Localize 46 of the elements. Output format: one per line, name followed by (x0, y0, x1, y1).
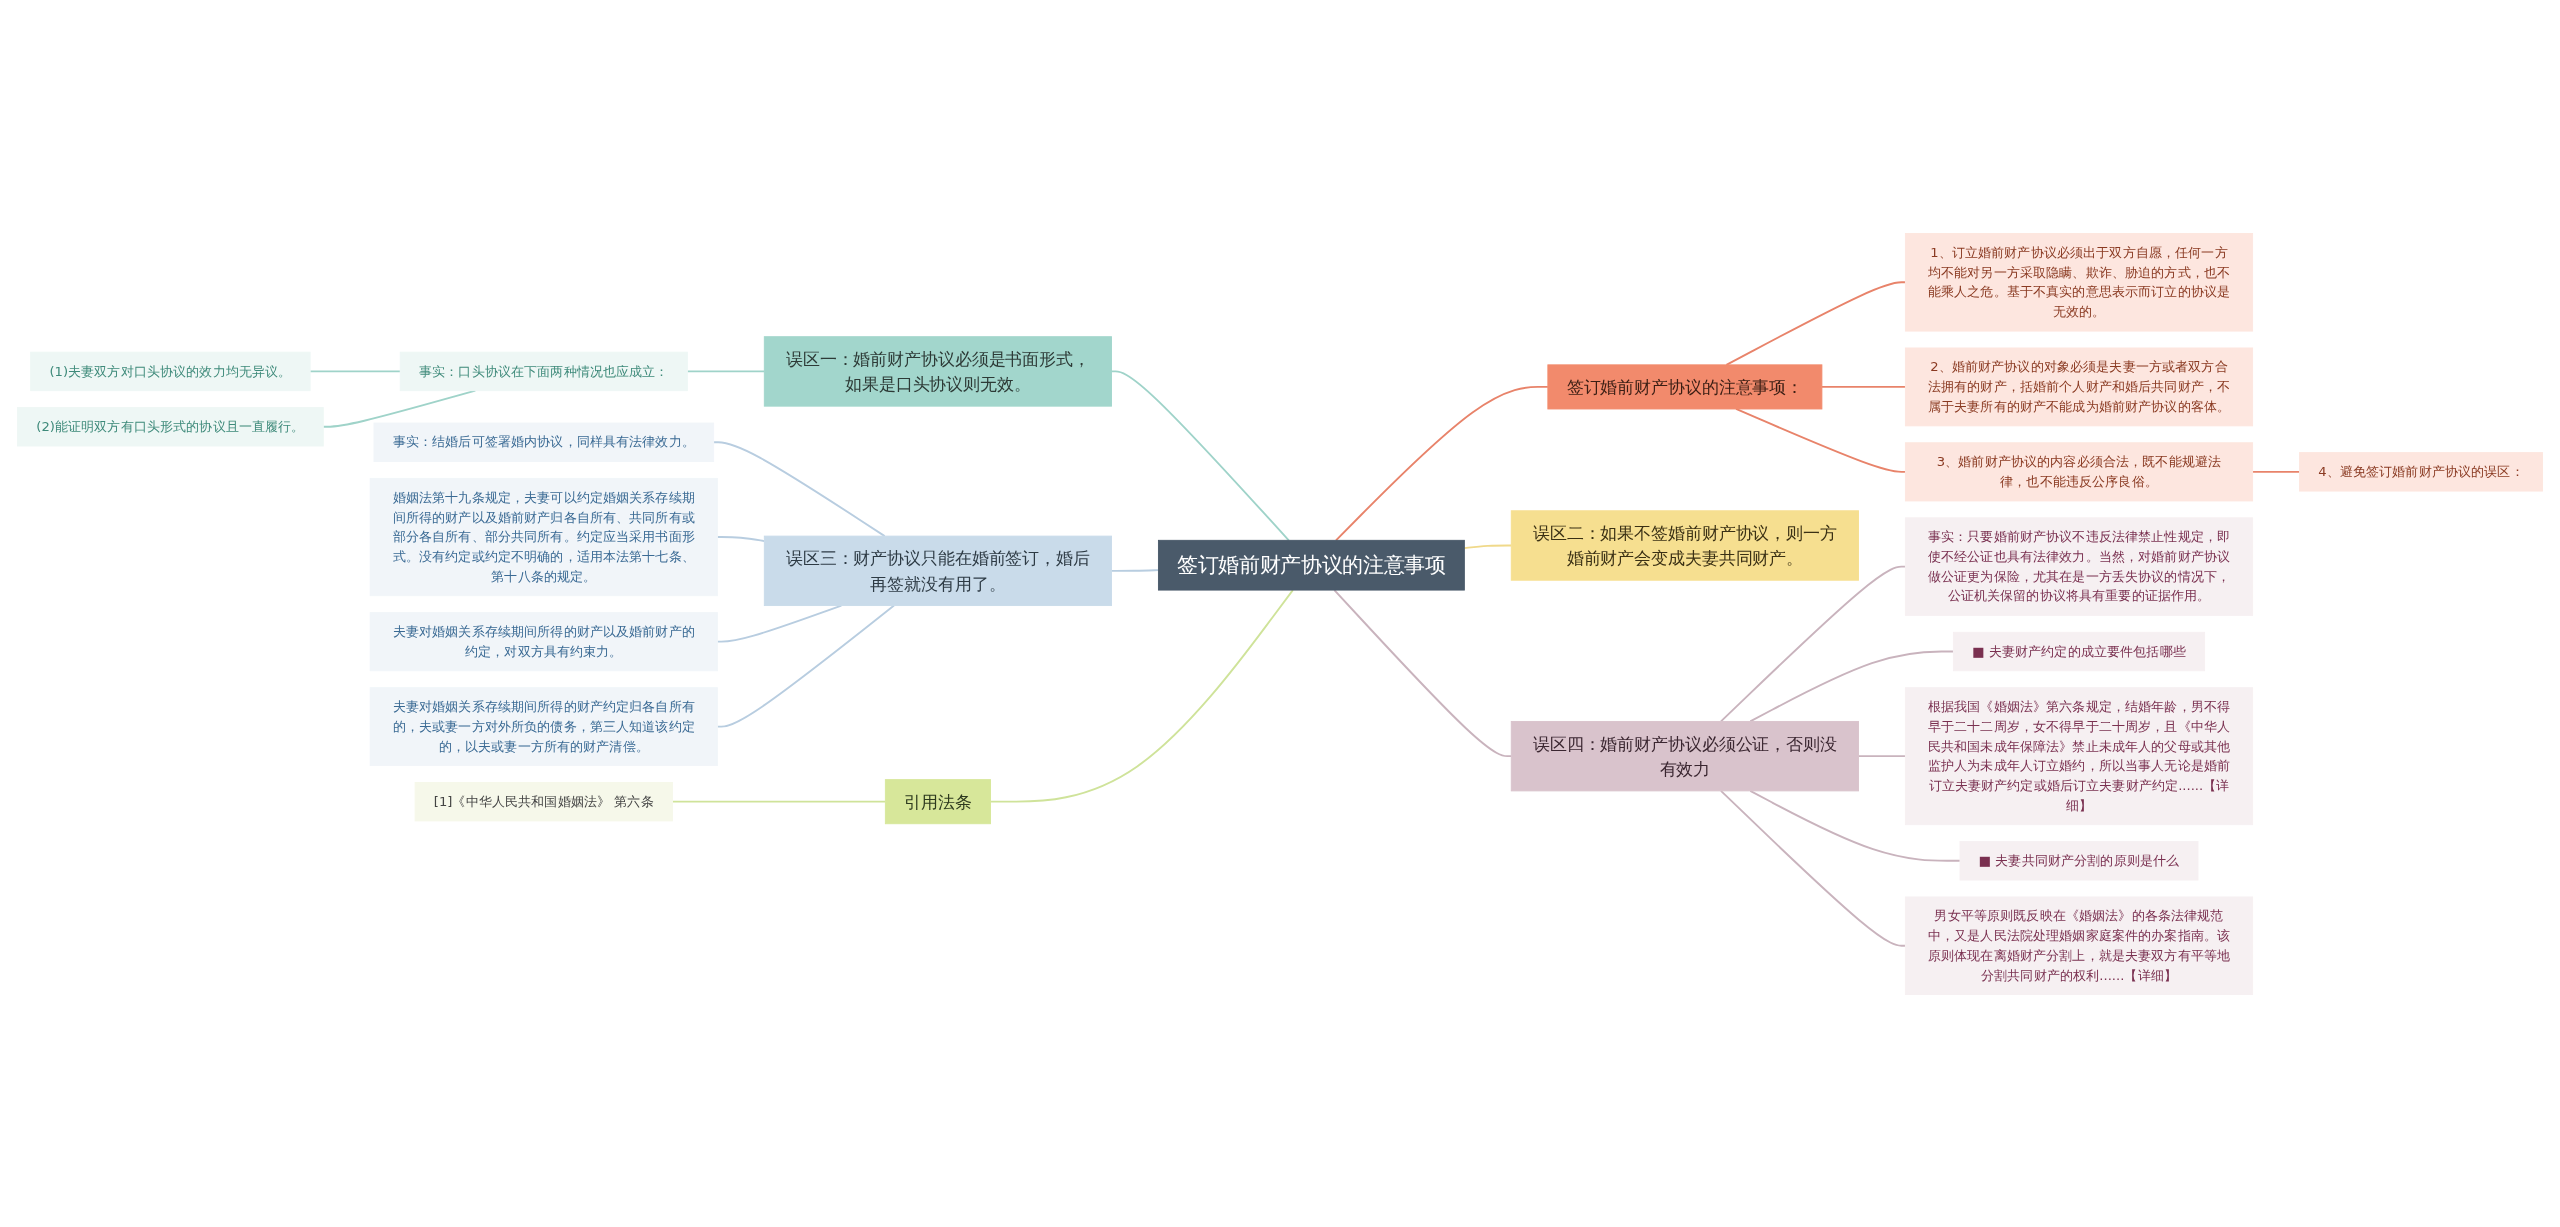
connector (686, 370, 766, 372)
connector (1463, 544, 1513, 549)
connector (322, 389, 477, 428)
node-box: 夫妻对婚姻关系存续期间所得的财产以及婚前财产的约定，对双方具有约束力。 (369, 611, 718, 671)
connector (1110, 370, 1290, 541)
node-box: 夫妻对婚姻关系存续期间所得的财产约定归各自所有的，夫或妻一方对外所负的债务，第三人知道该约定的，以夫或妻一方所有的财产清偿。 (369, 686, 718, 766)
node-box: 误区一：婚前财产协议必须是书面形式，如果是口头协议则无效。 (763, 335, 1112, 407)
connector (1333, 588, 1513, 757)
node-box: 男女平等原则既反映在《婚姻法》的各条法律规范中，又是人民法院处理婚姻家庭案件的办案指南。该原则体现在离婚财产分割上，就是夫妻双方有平等地分割共同财产的权利......【详细】 (1904, 895, 2254, 995)
connector (309, 370, 402, 372)
node-box: 误区三：财产协议只能在婚前签订，婚后再签就没有用了。 (763, 535, 1112, 606)
node-box: (2)能证明双方有口头形式的协议且一直履行。 (17, 406, 324, 446)
node-box: 签订婚前财产协议的注意事项： (1547, 363, 1823, 409)
node-box: 事实：结婚后可签署婚内协议，同样具有法律效力。 (373, 422, 715, 462)
node-box: 1、订立婚前财产协议必须出于双方自愿，任何一方均不能对另一方采取隐瞒、欺诈、胁迫的方式，也不能乘人之危。基于不真实的意思表示而订立的协议是无效的。 (1904, 232, 2254, 332)
connector (716, 535, 766, 542)
connector (1720, 565, 1907, 722)
node-box: 4、避免签订婚前财产协议的误区： (2299, 451, 2543, 492)
connector (716, 604, 843, 643)
connector (1857, 754, 1907, 757)
node-box: 2、婚前财产协议的对象必须是夫妻一方或者双方合法拥有的财产，括婚前个人财产和婚后共同财产，不属于夫妻所有的财产不能成为婚前财产协议的客体。 (1904, 347, 2254, 426)
node-box: 3、婚前财产协议的内容必须合法，既不能规避法律，也不能违反公序良俗。 (1904, 441, 2254, 501)
node-box: ■ 夫妻财产约定的成立要件包括哪些 (1952, 631, 2206, 671)
node-box: (1)夫妻双方对口头协议的效力均无异议。 (30, 351, 311, 391)
connector (989, 588, 1294, 803)
node-box: 签订婚前财产协议的注意事项 (1157, 539, 1465, 591)
connector (1110, 568, 1160, 572)
connector (1720, 789, 1907, 947)
node-box: 引用法条 (884, 778, 991, 824)
connector (1820, 385, 1907, 388)
node-box: 误区四：婚前财产协议必须公证，否则没有效力 (1510, 720, 1859, 791)
connector (712, 440, 886, 537)
connector (2251, 470, 2301, 473)
connector (1725, 280, 1907, 366)
node-box: 婚姻法第十九条规定，夫妻可以约定婚姻关系存续期间所得的财产以及婚前财产归各自所有、共同所有或部分各自所有、部分共同所有。约定应当采用书面形式。没有约定或约定不明确的，适用本法第十七条、第十八条的规定。 (369, 477, 718, 596)
connector (1735, 407, 1907, 473)
connector (671, 800, 887, 803)
connector (1749, 789, 1961, 862)
node-box: 事实：口头协议在下面两种情况也应成立： (399, 351, 688, 391)
connector (716, 604, 895, 728)
connector (1335, 385, 1549, 541)
node-box: ■ 夫妻共同财产分割的原则是什么 (1959, 840, 2199, 880)
node-box: 根据我国《婚姻法》第六条规定，结婚年龄，男不得早于二十二周岁，女不得早于二十周岁，且《中华人民共和国未成年保障法》禁止未成年人的父母或其他监护人为未成年人订立婚约，所以当事人无论是婚前订立夫妻财产约定或婚后订立夫妻财产约定......【详细】 (1904, 686, 2254, 825)
node-box: [1]《中华人民共和国婚姻法》 第六条 (414, 781, 673, 821)
node-box: 误区二：如果不签婚前财产协议，则一方婚前财产会变成夫妻共同财产。 (1510, 509, 1859, 581)
node-box: 事实：只要婚前财产协议不违反法律禁止性规定，即使不经公证也具有法律效力。当然，对婚前财产协议做公证更为保险，尤其在是一方丢失协议的情况下，公证机关保留的协议将具有重要的证据作用。 (1904, 516, 2254, 616)
